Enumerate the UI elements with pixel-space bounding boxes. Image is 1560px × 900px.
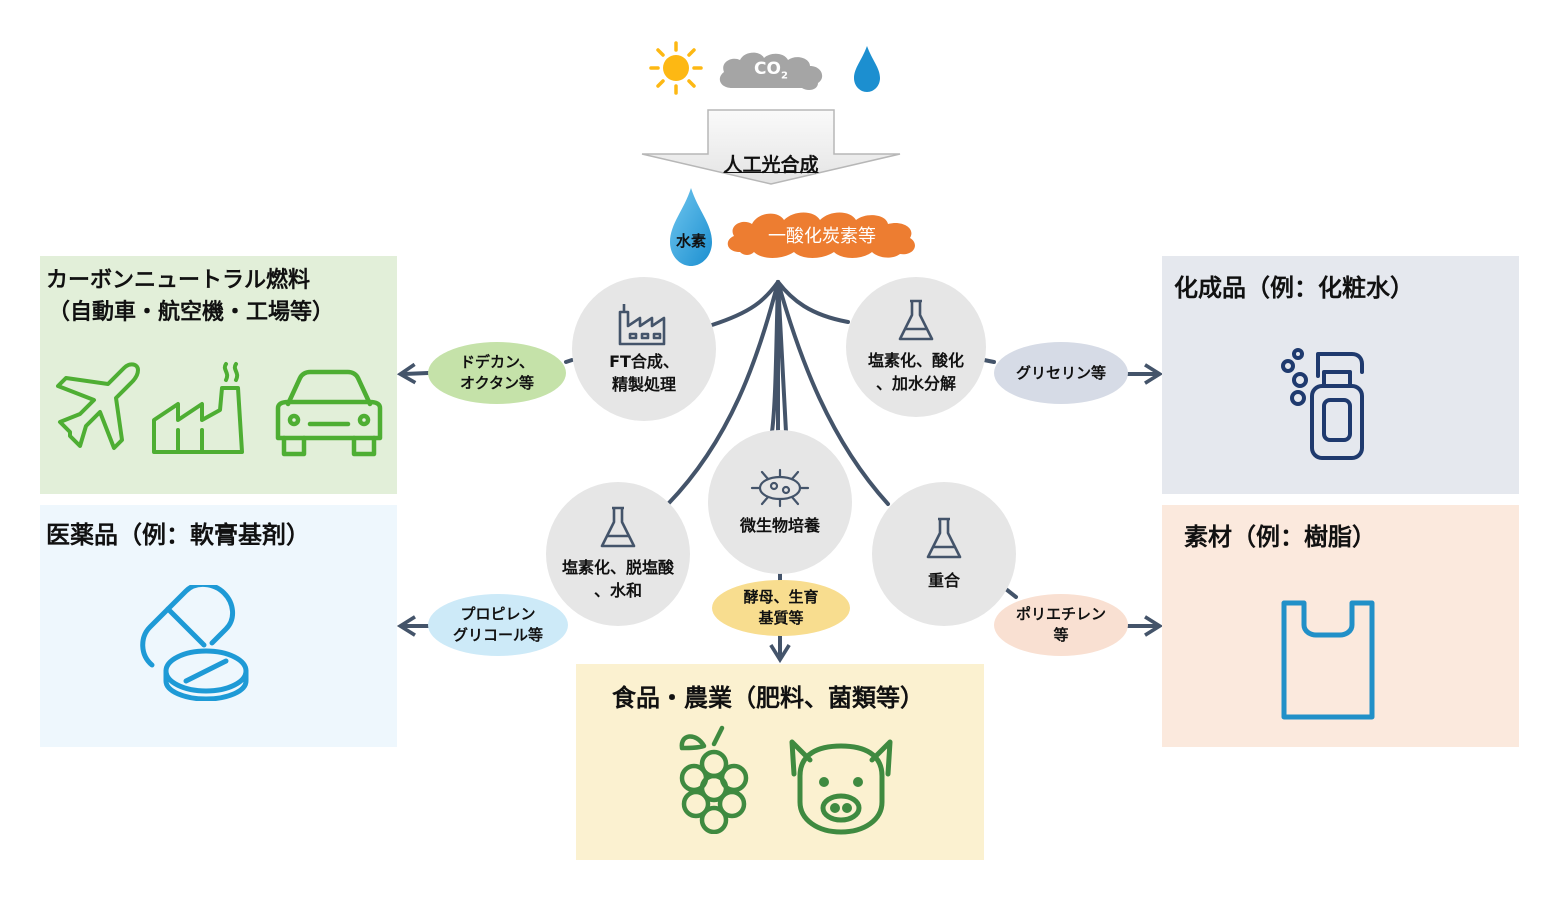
factory-line-icon	[618, 304, 666, 346]
hydrogen-label: 水素	[675, 232, 706, 250]
polyethylene-line1: ポリエチレン	[1015, 605, 1106, 623]
box-medicine: 医薬品（例：軟膏基剤）	[40, 505, 397, 747]
yeast-line1: 酵母、生育	[743, 588, 819, 606]
process-arrow	[641, 109, 901, 185]
dodecane-line1: ドデカン、	[459, 353, 535, 371]
flask-icon	[600, 506, 636, 548]
co-label: 一酸化炭素等	[768, 226, 876, 247]
co-cloud-shape	[727, 212, 915, 258]
circle-ft-line2: 精製処理	[611, 375, 676, 394]
plastic-bag-icon	[1281, 600, 1375, 720]
pill-icon	[140, 585, 249, 701]
circle-ft-line1: FT合成、	[609, 352, 679, 371]
circle-chlor-hydro-line2: 、加水分解	[875, 374, 956, 393]
line-to-polymer	[776, 280, 890, 506]
circle-polymer-label: 重合	[927, 570, 960, 590]
circle-chlorination-hydrolysis: 塩素化、酸化 、加水分解	[846, 277, 986, 417]
circle-microbe-label: 微生物培養	[739, 515, 820, 535]
material-title: 素材（例：樹脂）	[1184, 523, 1376, 551]
line-to-chlor-hydro	[776, 280, 850, 324]
water-drop-icon	[854, 46, 880, 92]
polyethylene-line2: 等	[1053, 626, 1069, 644]
flask-icon	[926, 517, 962, 558]
circle-polymerization: 重合	[872, 482, 1016, 626]
chemical-title: 化成品（例：化粧水）	[1174, 274, 1414, 302]
box-carbon-neutral-fuel: カーボンニュートラル燃料 （自動車・航空機・工場等）	[40, 256, 397, 494]
pump-bottle-icon	[1281, 348, 1364, 460]
grapes-icon	[679, 725, 749, 834]
circle-microbe-culture: 微生物培養	[708, 430, 852, 574]
propylene-line1: プロピレン	[460, 605, 536, 623]
co2-cloud-icon	[719, 52, 823, 91]
intermediate-propylene-glycol: プロピレン グリコール等	[428, 594, 568, 656]
box-chemical-products: 化成品（例：化粧水）	[1162, 256, 1519, 494]
medicine-title: 医薬品（例：軟膏基剤）	[46, 521, 310, 549]
factory-icon	[152, 362, 244, 454]
line-to-chlor-hydrate	[666, 280, 780, 506]
box-food-agriculture: 食品・農業（肥料、菌類等）	[576, 664, 984, 860]
line-to-ft	[710, 280, 780, 327]
intermediate-glycerin: グリセリン等	[994, 342, 1128, 404]
intermediate-polyethylene: ポリエチレン 等	[994, 594, 1128, 656]
circle-chlor-hydrate-line2: 、水和	[593, 581, 642, 600]
circle-chlor-hydro-line1: 塩素化、酸化	[867, 351, 964, 370]
microbe-icon	[750, 468, 810, 507]
hydrogen-drop-icon	[670, 188, 712, 266]
circle-chlorination-hydration: 塩素化、脱塩酸 、水和	[546, 482, 690, 626]
dodecane-line2: オクタン等	[459, 374, 535, 392]
intermediate-dodecane: ドデカン、 オクタン等	[428, 342, 566, 404]
food-title: 食品・農業（肥料、菌類等）	[612, 684, 924, 712]
line-to-microbe-right	[776, 280, 788, 434]
circle-ft-synthesis: FT合成、 精製処理	[572, 277, 716, 421]
circle-chlor-hydrate-line1: 塩素化、脱塩酸	[561, 558, 674, 577]
fuel-title-line2: （自動車・航空機・工場等）	[48, 300, 335, 325]
propylene-line2: グリコール等	[452, 626, 543, 644]
car-icon	[275, 369, 383, 457]
airplane-icon	[56, 362, 140, 450]
fuel-title-line1: カーボンニュートラル燃料	[46, 268, 311, 293]
glycerin-label: グリセリン等	[1015, 363, 1106, 382]
pig-icon	[789, 739, 893, 835]
box-materials: 素材（例：樹脂）	[1162, 505, 1519, 747]
yeast-line2: 基質等	[758, 609, 804, 627]
process-label: 人工光合成	[723, 154, 819, 176]
sun-icon	[649, 41, 703, 95]
intermediate-yeast: 酵母、生育 基質等	[712, 580, 850, 636]
flask-icon	[898, 299, 934, 341]
co2-label: CO2	[754, 59, 788, 82]
